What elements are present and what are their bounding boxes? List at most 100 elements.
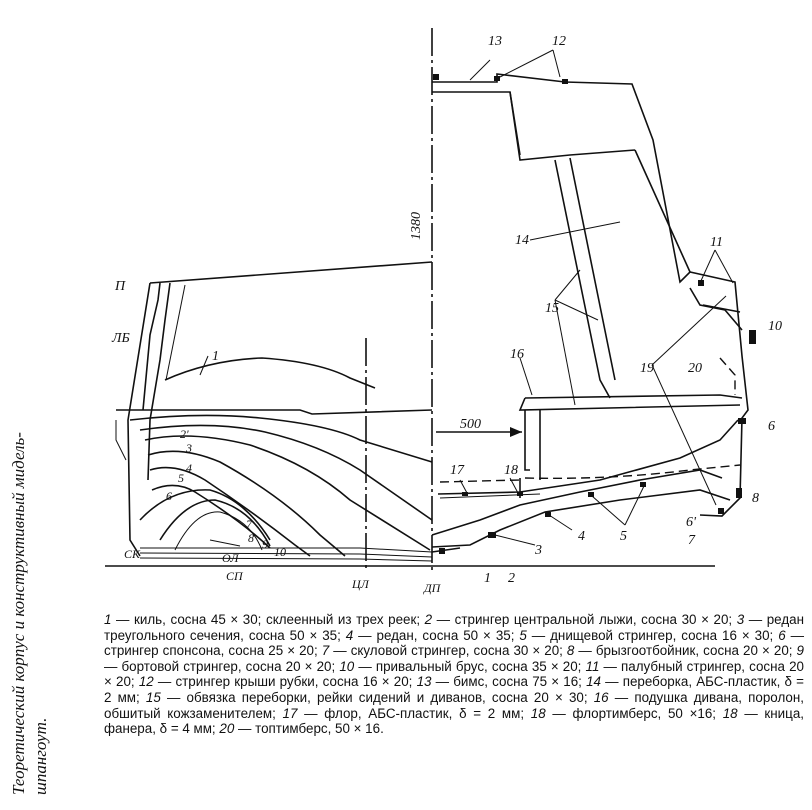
legend-item-text: — стрингер центральной лыжи, сосна 30 × … xyxy=(432,612,737,627)
label-lb: ЛБ xyxy=(111,331,130,346)
legend-item: 17 — флор, АБС-пластик, δ = 2 мм; xyxy=(283,706,531,721)
label-10-right: 10 xyxy=(768,319,782,334)
legend-item-text: — стрингер спонсона, сосна 25 × 20; xyxy=(104,627,804,659)
stringer-blocks xyxy=(433,74,756,554)
label-dp: ДП xyxy=(423,581,442,595)
legend-item-number: 2 xyxy=(424,612,433,627)
theoretical-hull xyxy=(115,261,433,562)
legend-item-text: — привальный брус, сосна 35 × 20; xyxy=(354,658,586,674)
legend-item: 12 — стрингер крыши рубки, сосна 16 × 20… xyxy=(139,674,417,689)
legend-item-text: — палубный стрингер, сосна 20 × 20; xyxy=(104,658,804,690)
legend-item-text: — кница, фанера, δ = 4 мм; xyxy=(104,705,805,737)
legend-item-number: 16 xyxy=(593,689,609,705)
legend-item-number: 18 xyxy=(722,705,738,721)
label-p: П xyxy=(114,279,126,294)
legend-item: 3 — редан треугольного сечения, сосна 50… xyxy=(104,612,804,643)
legend-item-text: — флортимберс, 50 ×16; xyxy=(545,705,723,721)
label-9-left: 9 xyxy=(262,537,268,551)
label-sp: СП xyxy=(226,569,244,583)
legend-item: 16 — подушка дивана, поролон, обшитый ко… xyxy=(104,690,804,721)
legend-item-number: 10 xyxy=(339,658,355,674)
legend-item-text: — бортовой стрингер, сосна 20 × 20; xyxy=(104,658,340,674)
legend-item-number: 13 xyxy=(416,674,432,690)
legend-item-text: — скуловой стрингер, сосна 30 × 20; xyxy=(329,643,567,659)
legend-item: 20 — топтимберс, 50 × 16. xyxy=(219,721,383,736)
label-2-right: 2 xyxy=(508,571,515,586)
legend-item-number: 7 xyxy=(321,643,330,659)
legend-item-number: 20 xyxy=(219,721,235,737)
legend-item-number: 12 xyxy=(138,674,154,690)
legend-item: 8 — брызгоотбойник, сосна 20 × 20; xyxy=(567,643,797,658)
legend-item: 11 — палубный стрингер, сосна 20 × 20; xyxy=(104,659,804,690)
legend-item: 10 — привальный брус, сосна 35 × 20; xyxy=(339,659,585,674)
legend: 1 — киль, сосна 45 × 30; склеенный из тр… xyxy=(104,612,804,737)
legend-item: 13 — бимс, сосна 75 × 16; xyxy=(417,674,587,689)
label-6p-right: 6' xyxy=(686,515,697,530)
label-4-left: 4 xyxy=(186,461,192,475)
legend-item: 18 — флортимберс, 50 ×16; xyxy=(531,706,723,721)
label-sk: СК xyxy=(124,547,141,561)
label-8-left: 8 xyxy=(248,531,254,545)
legend-item: 6 — стрингер спонсона, сосна 25 × 20; xyxy=(104,628,804,659)
label-8-right: 8 xyxy=(752,491,759,506)
legend-item-text: — подушка дивана, поролон, обшитый кожза… xyxy=(104,689,804,721)
legend-item-number: 17 xyxy=(282,705,298,721)
dim-offset-label: 500 xyxy=(460,417,481,432)
figure-caption-line1: Теоретический корпус и конструктивный ми… xyxy=(9,432,28,795)
label-6-left: 6 xyxy=(166,489,172,503)
legend-item-text: — топтимберс, 50 × 16. xyxy=(234,721,384,737)
legend-item-number: 8 xyxy=(566,643,575,659)
label-3-left: 3 xyxy=(185,441,192,455)
label-20: 20 xyxy=(688,361,702,376)
label-15: 15 xyxy=(545,301,559,316)
legend-item-number: 14 xyxy=(586,674,601,690)
label-10-left: 10 xyxy=(274,545,286,559)
legend-item-number: 11 xyxy=(585,658,600,674)
label-cl: ЦЛ xyxy=(351,577,370,591)
legend-item-number: 15 xyxy=(145,689,161,705)
legend-item: 1 — киль, сосна 45 × 30; склеенный из тр… xyxy=(104,612,425,627)
label-5-left: 5 xyxy=(178,471,184,485)
legend-item-text: — днищевой стрингер, сосна 16 × 30; xyxy=(526,627,779,643)
legend-item-text: — флор, АБС-пластик, δ = 2 мм; xyxy=(297,705,531,721)
figure-caption: Теоретический корпус и конструктивный ми… xyxy=(8,295,50,795)
label-17: 17 xyxy=(450,463,465,478)
legend-item-text: — редан, сосна 50 × 35; xyxy=(353,627,520,643)
dim-height-label: 1380 xyxy=(409,212,424,240)
legend-item: 9 — бортовой стрингер, сосна 20 × 20; xyxy=(104,643,804,674)
label-3-right: 3 xyxy=(534,543,542,558)
label-19: 19 xyxy=(640,361,654,376)
label-7-left: 7 xyxy=(246,517,253,531)
label-7-right: 7 xyxy=(688,533,696,548)
label-18: 18 xyxy=(504,463,518,478)
legend-item: 15 — обвязка переборки, рейки сидений и … xyxy=(146,690,594,705)
legend-item: 4 — редан, сосна 50 × 35; xyxy=(346,628,520,643)
legend-item-number: 9 xyxy=(796,643,804,659)
legend-item-number: 3 xyxy=(736,612,745,627)
figure-caption-line2: шпангоут. xyxy=(31,717,50,795)
legend-item-number: 5 xyxy=(519,627,527,643)
label-12: 12 xyxy=(552,34,566,49)
hull-drawing: 1380 500 П ЛБ СК СП ОЛ ЦЛ ДП 1 2' 3 4 5 … xyxy=(105,28,782,595)
leader-lines xyxy=(199,49,734,547)
legend-item: 2 — стрингер центральной лыжи, сосна 30 … xyxy=(425,612,737,627)
legend-item-text: — стрингер крыши рубки, сосна 16 × 20; xyxy=(153,674,417,690)
label-16: 16 xyxy=(510,347,524,362)
label-6-right: 6 xyxy=(768,419,775,434)
midship-frame xyxy=(431,73,749,553)
legend-item-text: — переборка, АБС-пластик, δ = 2 мм; xyxy=(104,674,804,705)
label-1-left: 1 xyxy=(212,349,219,364)
legend-item-text: — киль, сосна 45 × 30; склеенный из трех… xyxy=(111,612,425,627)
label-13: 13 xyxy=(488,34,502,49)
legend-item: 5 — днищевой стрингер, сосна 16 × 30; xyxy=(519,628,778,643)
legend-item-text: — обвязка переборки, рейки сидений и див… xyxy=(160,689,594,705)
legend-item: 7 — скуловой стрингер, сосна 30 × 20; xyxy=(322,643,567,658)
legend-item-text: — бимс, сосна 75 × 16; xyxy=(431,674,587,690)
label-14: 14 xyxy=(515,233,529,248)
legend-item-text: — брызгоотбойник, сосна 20 × 20; xyxy=(574,643,797,659)
label-1-right: 1 xyxy=(484,571,491,586)
dim-500-arrowhead xyxy=(510,427,522,437)
legend-item-text: — редан треугольного сечения, сосна 50 ×… xyxy=(104,612,804,643)
legend-item-number: 18 xyxy=(530,705,546,721)
legend-item-number: 1 xyxy=(104,612,112,627)
